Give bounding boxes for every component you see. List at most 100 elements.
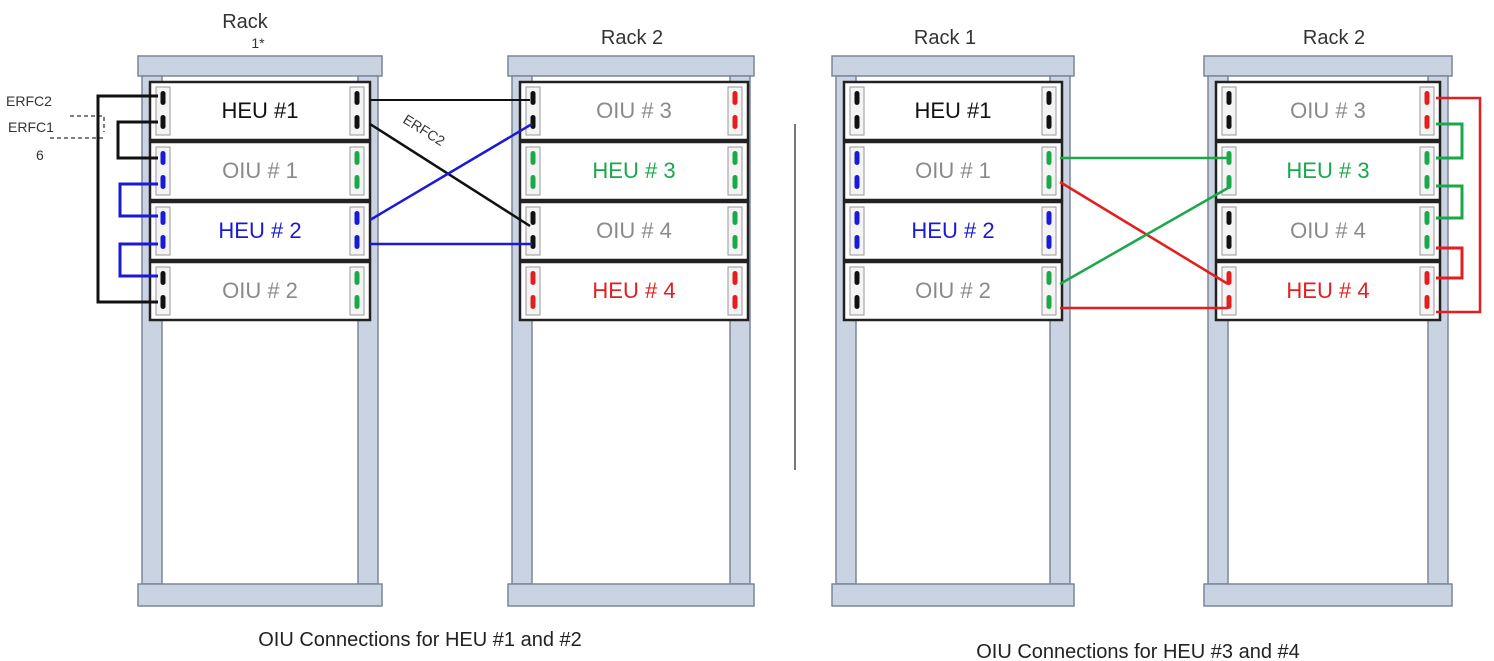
connector-port — [1226, 115, 1232, 129]
connector-port — [1046, 271, 1052, 285]
unit-box — [842, 80, 1064, 142]
unit-box — [518, 200, 750, 262]
port-panel-right — [1419, 146, 1435, 196]
cable-blue-heu2-oiu3 — [369, 122, 533, 222]
connector-port — [1226, 175, 1232, 189]
rack-top-bar — [831, 55, 1075, 77]
connector-port — [732, 211, 738, 225]
connector-port — [1424, 235, 1430, 249]
unit-box — [148, 200, 372, 262]
rack-unit: HEU # 4 — [1214, 260, 1442, 322]
port-panel-left — [1221, 266, 1237, 316]
connector-port — [1226, 151, 1232, 165]
unit-box — [1214, 140, 1442, 202]
connector-port — [160, 91, 166, 105]
connector-port — [354, 211, 360, 225]
connector-port — [1424, 295, 1430, 309]
port-panel-left — [849, 206, 865, 256]
unit-label: OIU # 4 — [1290, 218, 1366, 243]
port-panel-right — [1419, 266, 1435, 316]
unit-box — [148, 140, 372, 202]
port-panel-right — [349, 266, 365, 316]
connector-port — [1424, 115, 1430, 129]
cable-blue-heu2-oiu2 — [118, 242, 158, 278]
port-panel-right — [349, 146, 365, 196]
unit-label: HEU #1 — [914, 98, 991, 123]
port-panel-right — [727, 146, 743, 196]
port-panel-right — [1041, 266, 1057, 316]
unit-label: OIU # 2 — [915, 278, 991, 303]
port-panel-left — [849, 266, 865, 316]
port-panel-right — [727, 206, 743, 256]
side-label-6: 6 — [36, 147, 44, 163]
connector-port — [354, 175, 360, 189]
connector-port — [1046, 151, 1052, 165]
connector-port — [1226, 91, 1232, 105]
unit-label: HEU # 3 — [592, 158, 675, 183]
cable-label-erfc2: ERFC2 — [400, 111, 448, 149]
port-panel-left — [849, 146, 865, 196]
rack-unit: OIU # 1 — [148, 140, 372, 202]
connector-port — [160, 295, 166, 309]
right-caption: OIU Connections for HEU #3 and #4 — [976, 641, 1300, 661]
port-panel-left — [849, 86, 865, 136]
port-panel-left — [525, 146, 541, 196]
rack-unit: HEU #1 — [842, 80, 1064, 142]
connector-port — [732, 235, 738, 249]
connector-port — [1046, 295, 1052, 309]
cable-red-oiu1-heu4 — [1059, 180, 1229, 286]
left-rack2: OIU # 3 HEU # 3 OIU # 4 HEU # 4 — [507, 55, 755, 607]
connector-port — [1046, 115, 1052, 129]
rack-top-bar — [1203, 55, 1453, 77]
unit-label: OIU # 3 — [1290, 98, 1366, 123]
connector-port — [732, 115, 738, 129]
connector-port — [530, 211, 536, 225]
port-panel-right — [727, 266, 743, 316]
unit-box — [842, 260, 1064, 322]
unit-box — [518, 80, 750, 142]
port-panel-left — [155, 146, 171, 196]
connector-port — [854, 151, 860, 165]
port-panel-left — [1221, 86, 1237, 136]
side-label-erfc2: ERFC2 — [6, 93, 52, 109]
rack-unit: OIU # 3 — [518, 80, 750, 142]
unit-label: HEU # 4 — [592, 278, 675, 303]
unit-box — [518, 140, 750, 202]
connector-port — [1046, 91, 1052, 105]
connector-port — [160, 271, 166, 285]
connector-port — [1226, 211, 1232, 225]
connector-port — [1424, 175, 1430, 189]
connector-port — [1046, 235, 1052, 249]
unit-box — [518, 260, 750, 322]
connector-port — [354, 271, 360, 285]
unit-label: HEU # 2 — [218, 218, 301, 243]
cable-black-heu1-oiu2 — [96, 94, 158, 304]
connector-port — [354, 91, 360, 105]
rack-top-bar — [137, 55, 383, 77]
port-panel-left — [155, 206, 171, 256]
connector-port — [354, 151, 360, 165]
unit-label: HEU # 3 — [1286, 158, 1369, 183]
unit-box — [842, 140, 1064, 202]
right-rack2: OIU # 3 HEU # 3 OIU # 4 HEU # 4 — [1203, 55, 1453, 607]
connector-port — [354, 295, 360, 309]
connector-port — [530, 115, 536, 129]
rack-bottom-bar — [507, 583, 755, 607]
side-label-erfc1: ERFC1 — [8, 119, 54, 135]
rack-unit: OIU # 1 — [842, 140, 1064, 202]
unit-box — [842, 200, 1064, 262]
connector-port — [160, 151, 166, 165]
connector-port — [1424, 91, 1430, 105]
rack-unit: HEU #1 — [148, 80, 372, 142]
rack-unit: OIU # 4 — [518, 200, 750, 262]
port-panel-left — [155, 266, 171, 316]
port-panel-right — [1041, 206, 1057, 256]
connector-port — [854, 211, 860, 225]
connector-port — [530, 235, 536, 249]
right-rack2-label: Rack 2 — [1303, 27, 1365, 49]
rack-unit: HEU # 3 — [1214, 140, 1442, 202]
unit-label: OIU # 1 — [915, 158, 991, 183]
connector-port — [732, 175, 738, 189]
